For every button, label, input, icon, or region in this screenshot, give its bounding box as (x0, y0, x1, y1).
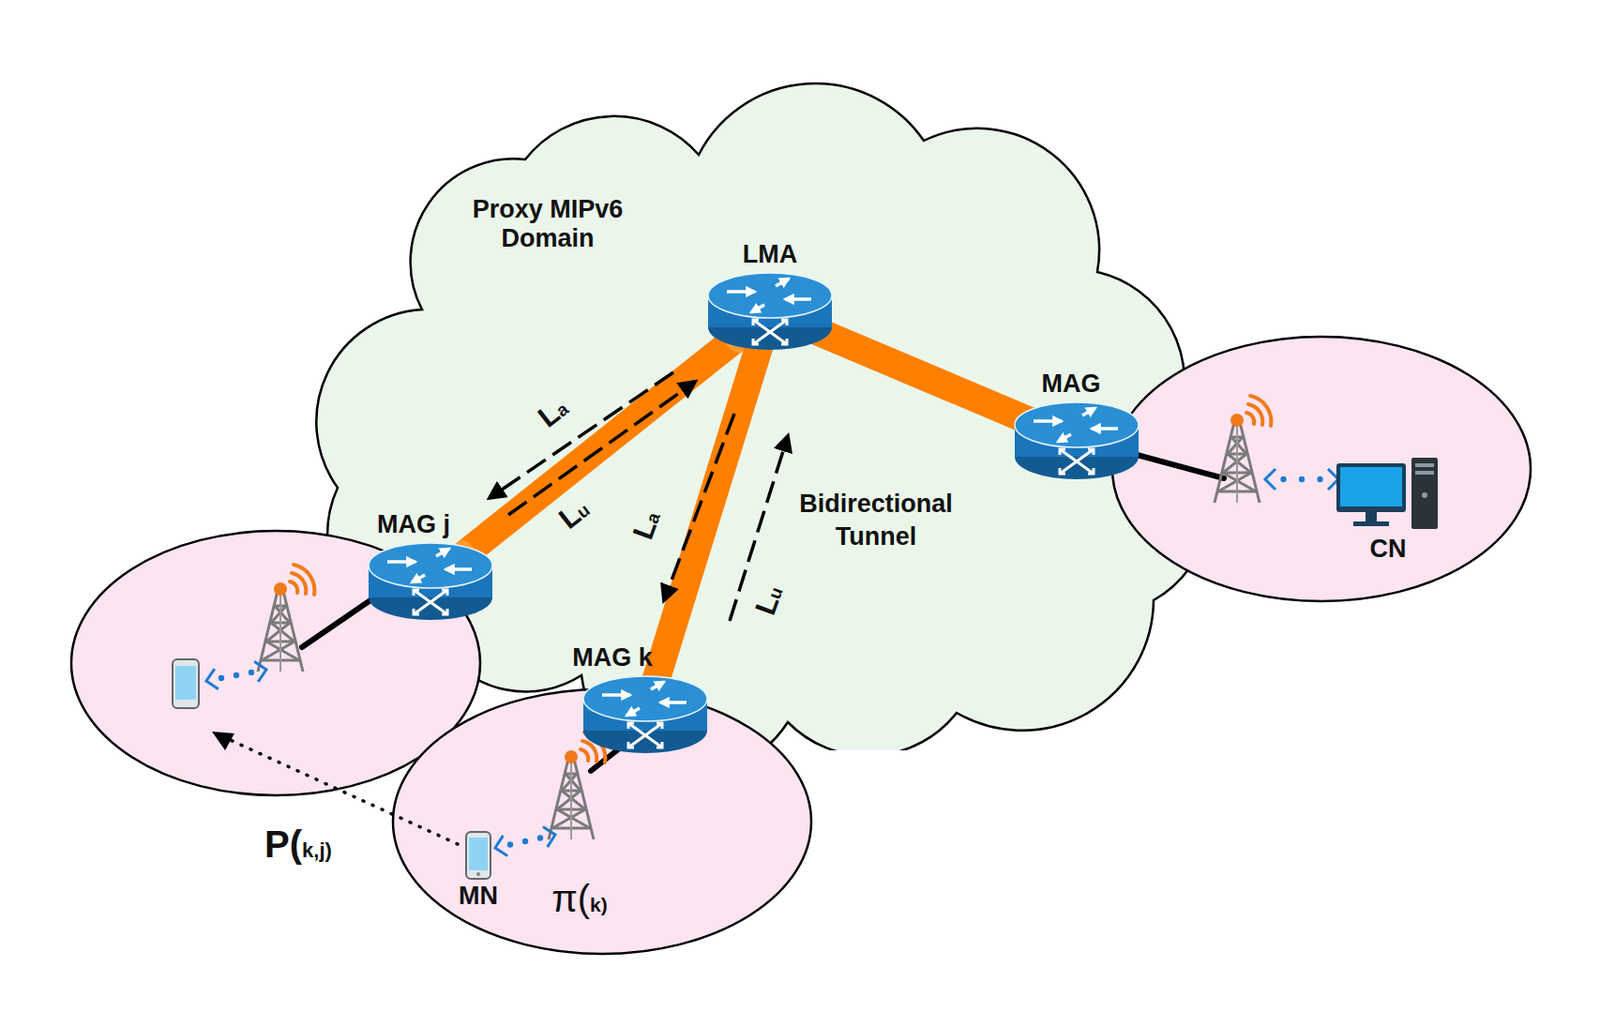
computer-icon (1336, 457, 1440, 533)
state-probability: π(k) (551, 877, 608, 921)
chevron (495, 835, 508, 856)
tunnel-end (802, 314, 830, 348)
radio-link (206, 661, 267, 690)
router-icon (366, 541, 495, 622)
mobile-node: MN (465, 830, 492, 880)
router-node: MAG k (581, 674, 710, 755)
transition-probability: P(k,j) (264, 823, 333, 866)
node-label: MN (458, 881, 499, 911)
antenna-tower (548, 732, 605, 840)
tunnel-end (452, 536, 484, 570)
link-dot (522, 838, 529, 845)
link-dot (218, 675, 225, 681)
handover-path (213, 732, 458, 845)
radio-link (495, 827, 556, 857)
chevron (543, 827, 556, 847)
router-icon (706, 271, 834, 352)
tunnel-end (638, 673, 671, 698)
node-label: MAG k (572, 643, 653, 673)
cell-area (1112, 336, 1531, 602)
router-icon (1012, 400, 1141, 482)
router-node: LMA (706, 271, 834, 352)
node-label: MAG (1041, 369, 1102, 399)
antenna-tower (257, 564, 315, 672)
cell-area (392, 689, 812, 954)
wired-link (301, 452, 1224, 771)
router-node: MAG (1012, 400, 1141, 482)
tunnel (802, 314, 1044, 438)
link-dot (1316, 476, 1323, 483)
link-dot (233, 672, 240, 679)
chevron (254, 661, 267, 682)
node-label: MAG j (377, 510, 451, 540)
link-dot (507, 841, 514, 847)
node-label: LMA (742, 240, 798, 270)
handset-icon (172, 659, 199, 709)
tunnel-body (654, 340, 762, 686)
tunnel-body (815, 331, 1031, 423)
domain-title: Proxy MIPv6 Domain (458, 195, 637, 254)
radio-link (1265, 468, 1339, 490)
cell-area (71, 530, 481, 796)
tunnel-end (1017, 405, 1044, 438)
chevron (206, 668, 219, 690)
link-dot (1280, 476, 1286, 483)
tunnel-end (744, 328, 777, 353)
signal-arrow (489, 372, 788, 621)
link-dot (248, 669, 255, 676)
router-node: MAG j (366, 541, 495, 622)
handset-icon (465, 830, 492, 880)
radio-link-group (206, 468, 1339, 856)
tunnel-caption: Bidirectional Tunnel (786, 487, 966, 554)
node-label: CN (1370, 534, 1407, 564)
chevron (1265, 468, 1276, 490)
host-node: CN (1336, 457, 1440, 533)
handover-arrowhead (211, 731, 235, 751)
link-dot (537, 834, 544, 841)
antenna-tower (1214, 395, 1271, 503)
link-dot (1298, 476, 1305, 483)
router-icon (581, 674, 710, 755)
